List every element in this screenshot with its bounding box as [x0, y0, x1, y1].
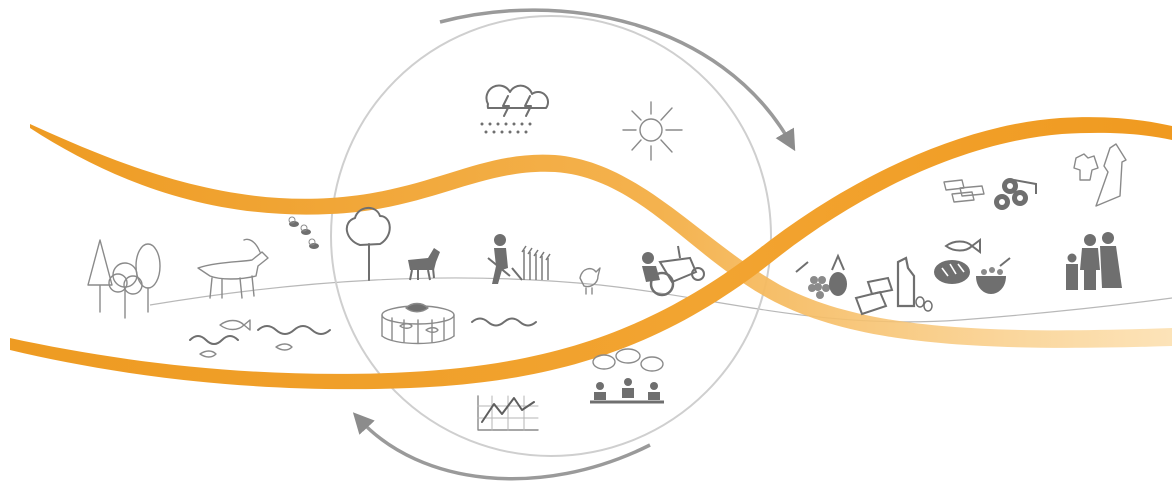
chicken-icon [579, 267, 601, 295]
ribbon-lower [10, 117, 1172, 390]
fish-farm-icon [381, 302, 455, 345]
ibex-icon [197, 238, 269, 299]
tree-icon [345, 207, 391, 281]
ribbon-upper [30, 124, 1172, 348]
forest-icon [87, 239, 161, 319]
fish-icon [944, 238, 981, 254]
market-chart-icon [477, 395, 539, 431]
bees-icon [288, 216, 319, 249]
bread-icon [934, 260, 970, 284]
goat-icon [408, 248, 440, 281]
fish-icon [199, 319, 293, 358]
waves-icon [471, 317, 537, 327]
storm-cloud-icon [480, 84, 549, 134]
sun-icon [622, 101, 683, 161]
fruits-icon [795, 253, 847, 299]
waves-icon [189, 325, 331, 345]
fish-fillets-icon [943, 179, 985, 203]
food-bowl-icon [976, 257, 1011, 294]
firewood-logs-icon [994, 178, 1037, 210]
cycle-arrow-bottom [352, 412, 651, 481]
central-circle [330, 15, 772, 457]
dairy-products-icon [854, 256, 933, 316]
cycle-arrow-top [439, 8, 796, 152]
family-icon [1066, 232, 1122, 290]
farmer-harvesting-icon [487, 234, 551, 284]
farmer-tractor-icon [642, 245, 705, 297]
clothing-icon [1073, 143, 1127, 207]
meeting-icon [590, 348, 664, 404]
